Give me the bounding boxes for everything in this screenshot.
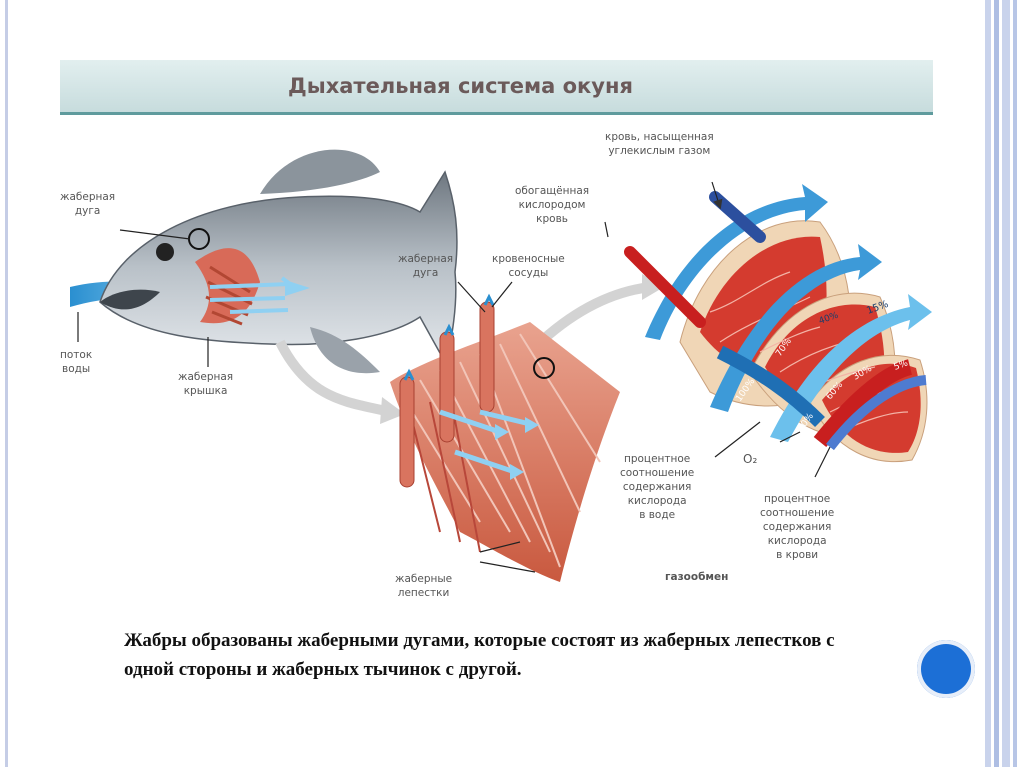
label-pct-blood: процентное соотношение содержания кислор… <box>760 492 834 562</box>
label-o2-blood: обогащённая кислородом кровь <box>515 184 589 226</box>
title-banner: Дыхательная система окуня <box>60 60 933 115</box>
label-blood-vessels: кровеносные сосуды <box>492 252 565 280</box>
perch-respiratory-diagram: 100% 70% 40% 15% 90% 60% 30% 5% жаберная… <box>60 112 940 612</box>
decorative-blue-circle <box>917 640 975 698</box>
label-o2-blood-text: обогащённая кислородом кровь <box>515 185 590 225</box>
label-pct-blood-text: процентное соотношение содержания кислор… <box>760 493 835 561</box>
label-gill-filaments-text: жаберные лепестки <box>395 573 453 599</box>
left-border-line <box>5 0 8 767</box>
label-co2-blood: кровь, насыщенная углекислым газом <box>605 130 714 158</box>
diagram-illustration: 100% 70% 40% 15% 90% 60% 30% 5% <box>70 149 932 582</box>
label-co2-blood-text: кровь, насыщенная углекислым газом <box>605 131 714 157</box>
label-gill-arch: жаберная дуга <box>60 190 115 218</box>
label-o2: O₂ <box>743 452 757 466</box>
right-border-stripe <box>985 0 991 767</box>
perch-fish <box>99 149 458 374</box>
right-border-stripe <box>1002 0 1010 767</box>
label-pct-water-text: процентное соотношение содержания кислор… <box>620 453 695 521</box>
label-gill-arch-filaments: жаберная дуга <box>398 252 453 280</box>
gill-filaments-illustration <box>390 293 620 582</box>
blood-pct-4: 5% <box>893 358 910 372</box>
label-pct-water: процентное соотношение содержания кислор… <box>620 452 694 522</box>
right-border-stripe <box>1013 0 1017 767</box>
gas-exchange-closeup <box>77 181 932 478</box>
label-gill-arch-text: жаберная дуга <box>60 191 116 217</box>
label-gas-exchange-text: газообмен <box>665 571 729 583</box>
label-gill-cover-text: жаберная крышка <box>178 371 234 397</box>
slide-caption: Жабры образованы жаберными дугами, котор… <box>124 630 835 680</box>
label-gill-filaments: жаберные лепестки <box>395 572 452 600</box>
label-o2-text: O₂ <box>743 452 758 466</box>
label-blood-vessels-text: кровеносные сосуды <box>492 253 565 279</box>
label-water-flow-text: поток воды <box>60 349 93 375</box>
label-gill-arch-filaments-text: жаберная дуга <box>398 253 454 279</box>
label-gas-exchange: газообмен <box>665 570 728 584</box>
label-gill-cover: жаберная крышка <box>178 370 233 398</box>
diagram-title: Дыхательная система окуня <box>288 74 633 98</box>
label-water-flow: поток воды <box>60 348 92 376</box>
right-border-stripe <box>994 0 999 767</box>
